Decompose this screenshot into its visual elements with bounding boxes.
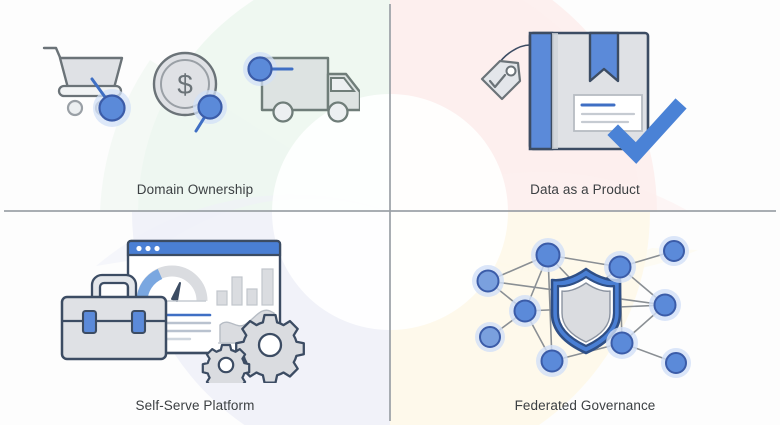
network-node-icon <box>604 251 636 284</box>
horizontal-divider <box>4 210 776 212</box>
domain-ownership-icon-group: $ <box>42 46 360 133</box>
dollar-sign-glyph: $ <box>177 69 193 100</box>
quadrant-label-data-as-a-product: Data as a Product <box>530 181 640 197</box>
quadrant-domain-ownership: $ <box>0 0 390 213</box>
quadrant-label-self-serve-platform: Self-Serve Platform <box>135 398 255 413</box>
document-label-icon <box>573 93 643 132</box>
quadrant-data-as-a-product: Data as a Product <box>390 0 780 213</box>
network-node-icon <box>531 238 565 273</box>
package-box-icon <box>528 31 650 151</box>
gear-large-icon <box>235 314 305 384</box>
network-node-icon <box>475 322 505 353</box>
network-node-icon <box>472 265 504 298</box>
shopping-cart-icon <box>42 46 131 127</box>
federated-governance-artwork <box>390 213 780 399</box>
shield-icon <box>550 267 622 355</box>
vertical-divider <box>389 4 391 421</box>
dollar-coin-icon: $ <box>152 51 227 133</box>
data-as-a-product-artwork <box>390 0 780 182</box>
toolbox-icon <box>60 274 168 361</box>
gear-small-icon <box>201 344 251 384</box>
ribbon-icon <box>588 31 620 82</box>
network-node-icon <box>509 295 541 328</box>
self-serve-platform-artwork <box>0 213 390 399</box>
quadrant-label-domain-ownership: Domain Ownership <box>136 181 254 197</box>
network-nodes <box>472 236 691 379</box>
checkmark-icon <box>607 98 687 164</box>
network-node-icon <box>536 345 568 378</box>
network-node-icon <box>649 289 681 322</box>
quadrant-label-federated-governance: Federated Governance <box>514 398 656 413</box>
price-tag-icon <box>480 43 531 100</box>
self-serve-platform-icon-group <box>60 240 305 384</box>
bar-chart-icon <box>216 268 274 306</box>
delivery-truck-icon <box>243 51 360 123</box>
network-node-icon <box>659 236 689 267</box>
network-node-icon <box>606 327 638 360</box>
domain-ownership-artwork: $ <box>0 0 390 182</box>
data-as-a-product-icon-group <box>480 31 687 164</box>
quadrant-self-serve-platform: Self-Serve Platform <box>0 213 390 425</box>
federated-governance-icon-group <box>472 236 691 379</box>
network-node-icon <box>661 348 691 379</box>
quadrant-federated-governance: Federated Governance <box>390 213 780 425</box>
